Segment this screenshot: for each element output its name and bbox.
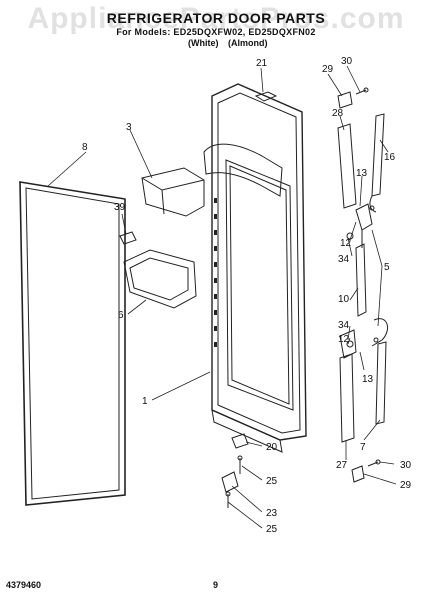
callout-29-upper: 29 bbox=[322, 64, 334, 75]
callout-8: 8 bbox=[82, 142, 88, 153]
handle-strip-part bbox=[355, 243, 367, 317]
handle-upper-part bbox=[369, 113, 385, 213]
door-panel-part bbox=[203, 83, 307, 453]
hinge-clip-part bbox=[119, 231, 137, 245]
model-subtitle: For Models: ED25DQXFW02, ED25DQXFN02 bbox=[116, 27, 316, 37]
callout-25-lower: 25 bbox=[266, 524, 278, 535]
bottom-hinge-hardware-part bbox=[221, 433, 249, 508]
page-title: REFRIGERATOR DOOR PARTS bbox=[106, 10, 326, 26]
label-part bbox=[254, 91, 278, 102]
color-almond-label: (Almond) bbox=[228, 38, 268, 48]
callout-34-upper: 34 bbox=[338, 254, 350, 265]
callout-27: 27 bbox=[336, 460, 348, 471]
callout-3: 3 bbox=[126, 122, 132, 133]
dairy-door-part bbox=[141, 167, 205, 217]
callout-13-upper: 13 bbox=[356, 168, 368, 179]
callout-21: 21 bbox=[256, 58, 268, 69]
leader-lines bbox=[47, 65, 397, 529]
callout-7: 7 bbox=[360, 442, 366, 453]
callout-12-lower: 12 bbox=[338, 334, 350, 345]
callout-1: 1 bbox=[142, 396, 148, 407]
upper-hinge-bracket-part bbox=[337, 87, 369, 109]
callout-10: 10 bbox=[338, 294, 350, 305]
handle-trim-lower-part bbox=[339, 353, 355, 443]
callout-25-upper: 25 bbox=[266, 476, 278, 487]
lower-hinge-bracket-part bbox=[351, 459, 381, 483]
callout-39: 39 bbox=[114, 202, 126, 213]
callout-labels: 21 30 29 28 3 8 16 13 39 12 5 34 10 6 34… bbox=[82, 56, 412, 535]
callout-28: 28 bbox=[332, 108, 344, 119]
callout-6: 6 bbox=[118, 310, 124, 321]
callout-20: 20 bbox=[266, 442, 278, 453]
shelf-mounting-slots bbox=[214, 198, 217, 347]
document-number: 4379460 bbox=[6, 580, 42, 590]
handle-trim-upper-part bbox=[337, 123, 357, 209]
door-bin-part bbox=[123, 249, 197, 309]
callout-13-lower: 13 bbox=[362, 374, 374, 385]
callout-30-lower: 30 bbox=[400, 460, 412, 471]
color-white-label: (White) bbox=[188, 38, 219, 48]
callout-23: 23 bbox=[266, 508, 278, 519]
callout-29-lower: 29 bbox=[400, 480, 412, 491]
callout-34-lower: 34 bbox=[338, 320, 350, 331]
door-gasket-part bbox=[19, 181, 126, 506]
page-number: 9 bbox=[213, 580, 219, 590]
callout-30-upper: 30 bbox=[341, 56, 353, 67]
callout-16: 16 bbox=[384, 152, 396, 163]
handle-lower-part bbox=[375, 341, 387, 425]
callout-5: 5 bbox=[384, 262, 390, 273]
watermark: AppliancePartsPros.com bbox=[27, 2, 405, 35]
callout-12-upper: 12 bbox=[340, 238, 352, 249]
